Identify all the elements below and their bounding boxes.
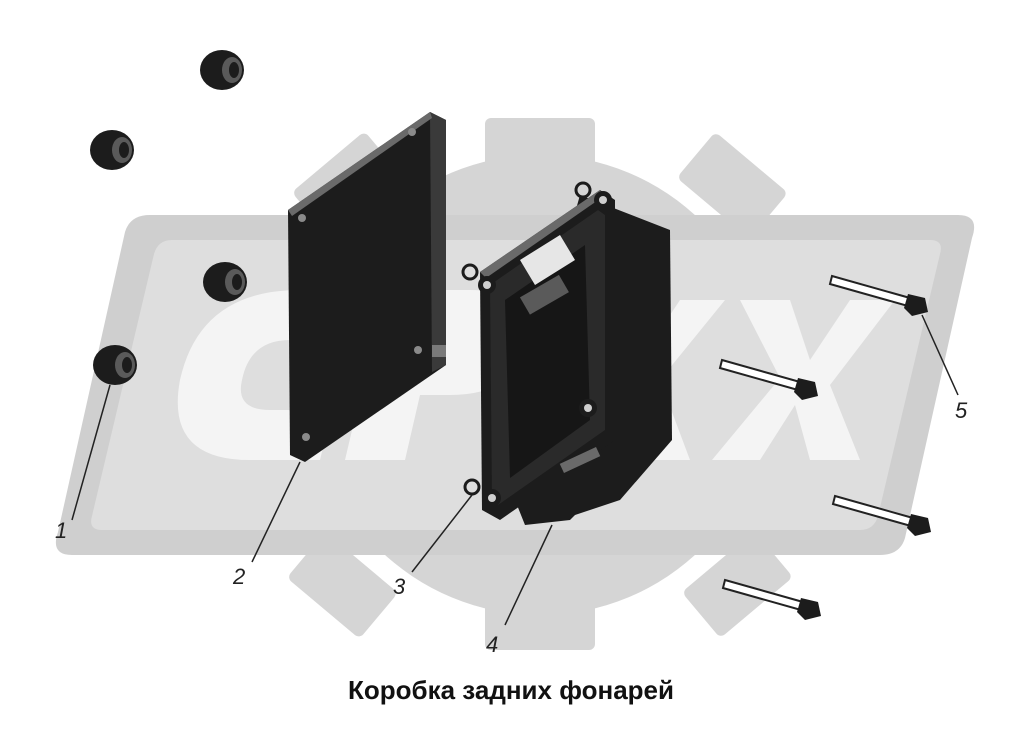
nut-icon [90, 130, 134, 170]
nut-group [90, 50, 247, 385]
housing-box [461, 181, 672, 525]
callout-label-3: 3 [393, 574, 406, 599]
bolt-icon [831, 494, 931, 536]
callout-label-1: 1 [55, 518, 67, 543]
cover-plate [288, 112, 446, 462]
nut-icon [93, 345, 137, 385]
callout-label-4: 4 [486, 632, 498, 657]
nut-icon [203, 262, 247, 302]
bolt-icon [828, 274, 928, 316]
nut-icon [200, 50, 244, 90]
bolt-icon [721, 578, 821, 620]
callout-label-5: 5 [955, 398, 968, 423]
bolt-icon [718, 358, 818, 400]
diagram-caption: Коробка задних фонарей [348, 675, 674, 705]
callout-label-2: 2 [232, 564, 245, 589]
bolt-group [718, 274, 931, 620]
leader-lines [71, 314, 959, 626]
